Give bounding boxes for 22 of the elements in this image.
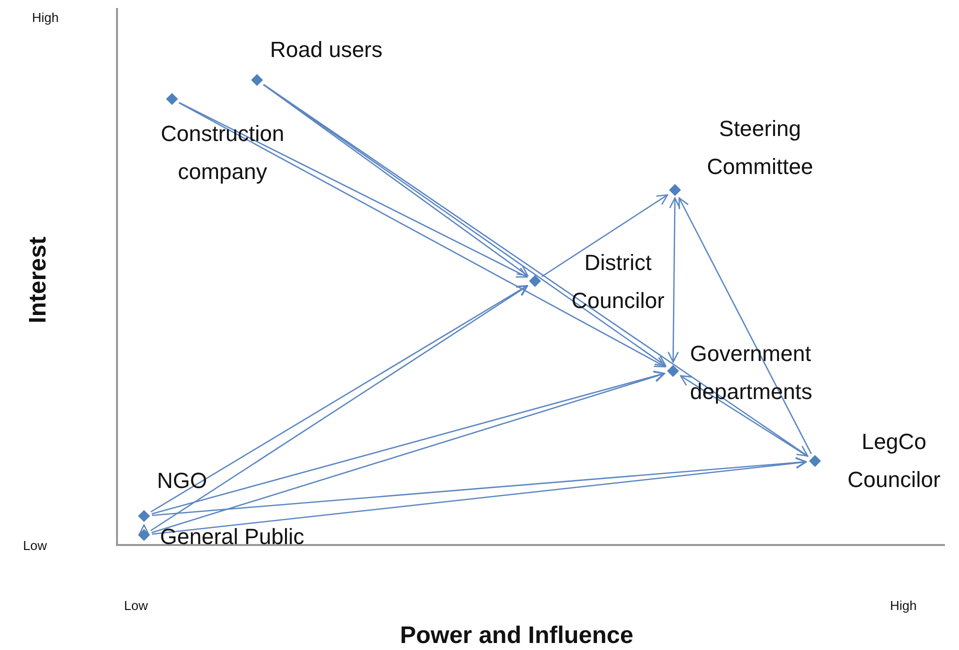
axis-tick-label: Low bbox=[23, 538, 47, 553]
arrow bbox=[541, 194, 668, 278]
arrow bbox=[678, 197, 812, 454]
stakeholder-label: Road users bbox=[270, 36, 384, 64]
axis-title: Power and Influence bbox=[400, 622, 634, 650]
arrow bbox=[668, 197, 680, 363]
axis-tick-label: High bbox=[32, 10, 59, 25]
axis-tick-label: Low bbox=[124, 598, 148, 613]
axis-title: Interest bbox=[24, 236, 52, 324]
arrow bbox=[178, 102, 666, 368]
axis-tick-label: High bbox=[890, 598, 917, 613]
arrow bbox=[152, 457, 807, 535]
stakeholder-label: General Public bbox=[160, 523, 306, 551]
arrow bbox=[263, 84, 528, 276]
arrow bbox=[263, 84, 666, 366]
arrow bbox=[152, 456, 807, 516]
arrow bbox=[263, 84, 808, 457]
arrow bbox=[138, 524, 150, 536]
stakeholder-label: NGO bbox=[157, 467, 208, 495]
stakeholder-label: LegCo Councilor bbox=[846, 428, 942, 494]
stakeholder-label: Steering Committee bbox=[706, 115, 814, 181]
arrow bbox=[178, 102, 528, 278]
